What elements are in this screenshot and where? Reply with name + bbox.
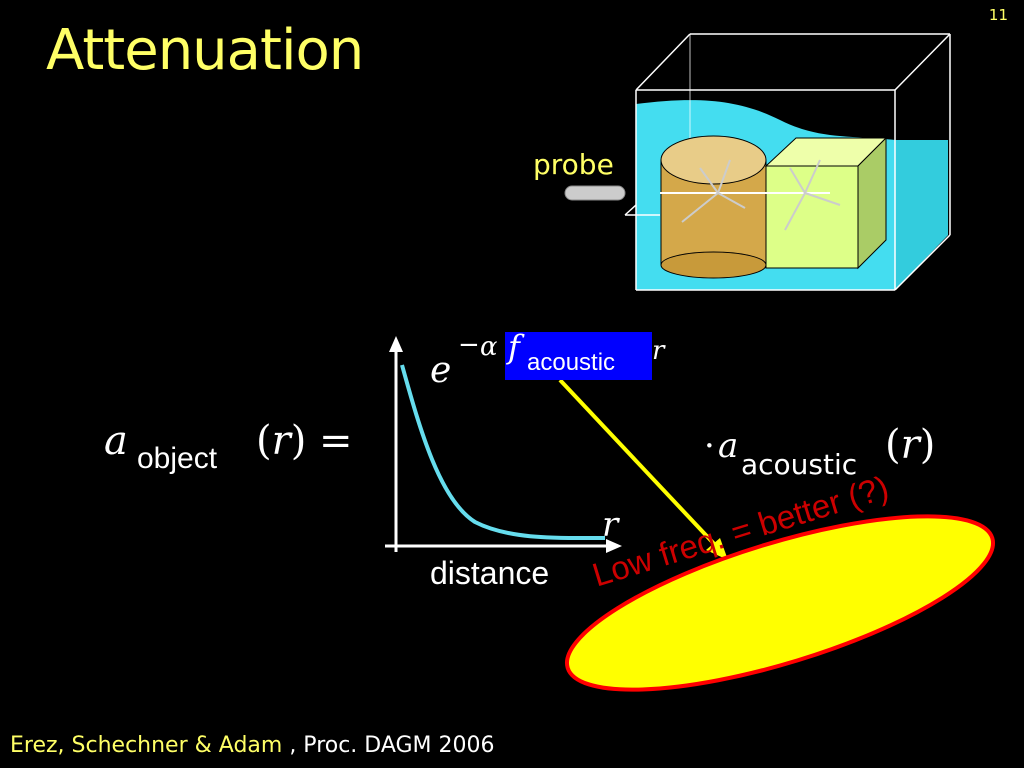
lhs-argument: (r) = bbox=[256, 418, 353, 464]
frequency-highlight bbox=[505, 332, 652, 380]
lhs-subscript: object bbox=[137, 442, 218, 475]
citation-authors: Erez, Schechner & Adam bbox=[10, 733, 283, 758]
decay-curve bbox=[400, 364, 606, 541]
citation-venue: , Proc. DAGM 2006 bbox=[282, 733, 495, 758]
lhs-symbol: a bbox=[104, 418, 128, 464]
slide-number: 11 bbox=[988, 6, 1008, 24]
rhs-subscript: acoustic bbox=[741, 448, 858, 481]
tank-wireframe bbox=[635, 33, 951, 291]
rhs-argument: (r) bbox=[885, 422, 936, 468]
attenuation-plot bbox=[385, 336, 622, 553]
cube-object bbox=[764, 136, 888, 270]
exp-base: e bbox=[430, 350, 452, 391]
rhs-argument-var: r bbox=[900, 422, 920, 468]
distance-caption: distance bbox=[430, 555, 550, 591]
rhs-symbol: a bbox=[718, 426, 739, 466]
slide-title: Attenuation bbox=[46, 18, 364, 83]
x-axis-label: r bbox=[602, 505, 619, 545]
exp-alpha: α bbox=[480, 332, 498, 362]
exp-frequency: f bbox=[508, 328, 520, 366]
rhs-dot: · bbox=[704, 426, 715, 466]
probe-device bbox=[564, 185, 626, 201]
lhs-argument-var: r bbox=[271, 418, 291, 464]
callout-bubble bbox=[564, 514, 996, 692]
callout-arrow bbox=[558, 378, 728, 560]
exp-frequency-subscript: acoustic bbox=[527, 349, 616, 376]
tank-illustration bbox=[564, 33, 951, 291]
x-axis-arrow bbox=[606, 539, 622, 553]
cylinder-object bbox=[660, 135, 767, 279]
citation: Erez, Schechner & Adam , Proc. DAGM 2006 bbox=[10, 733, 495, 758]
scatter-arrows bbox=[660, 159, 841, 231]
exp-distance: r bbox=[652, 336, 665, 366]
probe-label: probe bbox=[533, 148, 614, 181]
water-back-side bbox=[895, 140, 948, 290]
y-axis-arrow bbox=[389, 336, 403, 352]
exp-minus: − bbox=[458, 330, 480, 360]
